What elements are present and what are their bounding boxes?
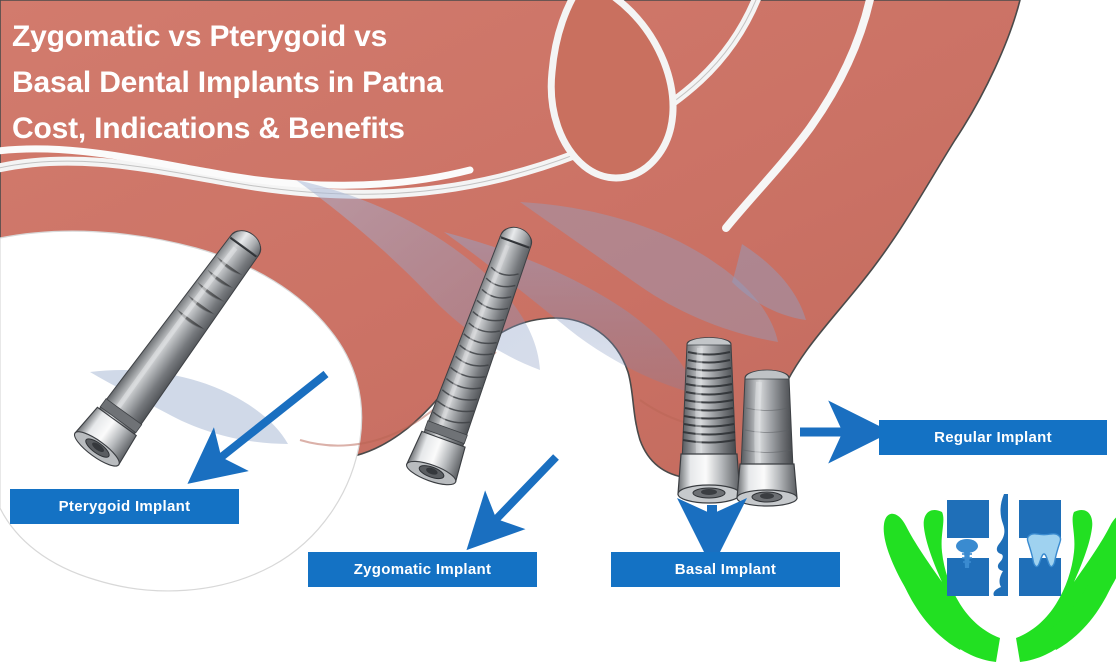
- logo-left-hand: [883, 509, 1000, 662]
- label-pterygoid-implant[interactable]: Pterygoid Implant: [10, 489, 239, 524]
- basal-implant: [677, 337, 741, 504]
- logo-right-hand: [1016, 510, 1116, 662]
- orbital-rim: [722, 0, 874, 232]
- zygomatic-implant: [405, 226, 532, 486]
- regular-implant: [736, 369, 798, 507]
- logo-implant-icon: [956, 539, 978, 568]
- zygomatic-arch-ridge: [0, 0, 761, 199]
- palate-outline: [0, 145, 474, 189]
- title-line-2: Basal Dental Implants in Patna: [12, 66, 443, 99]
- nasal-aperture: [547, 0, 677, 182]
- label-zygomatic-implant[interactable]: Zygomatic Implant: [308, 552, 537, 587]
- logo-tooth-icon: [1026, 533, 1062, 568]
- arrow-to-pterygoid: [187, 370, 329, 484]
- arrow-to-zygomatic: [466, 454, 559, 551]
- page-title: Zygomatic vs Pterygoid vs Basal Dental I…: [12, 14, 652, 152]
- logo-face-profile: [993, 494, 1008, 596]
- label-regular-implant[interactable]: Regular Implant: [879, 420, 1107, 455]
- logo-square-top-right: [1019, 500, 1061, 538]
- title-line-3: Cost, Indications & Benefits: [12, 112, 405, 145]
- logo-square-top-left: [947, 500, 989, 538]
- label-basal-implant[interactable]: Basal Implant: [611, 552, 840, 587]
- pterygoid-implant: [73, 230, 262, 467]
- title-line-1: Zygomatic vs Pterygoid vs: [12, 20, 388, 53]
